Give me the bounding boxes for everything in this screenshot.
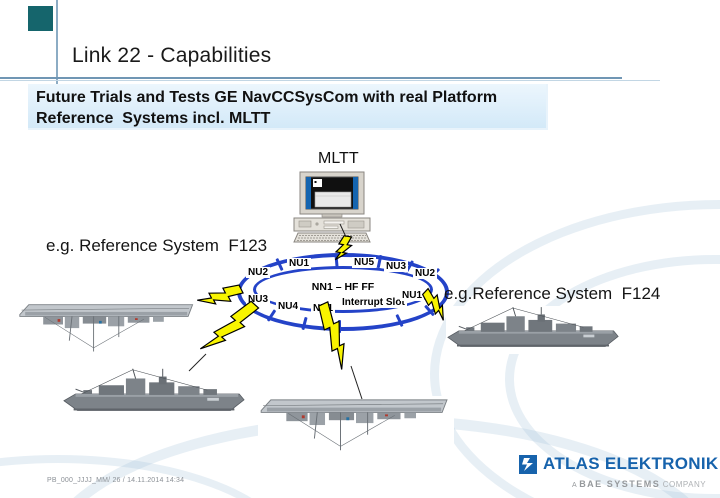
atlas-elektronik-logo: ATLAS ELEKTRONIK	[519, 454, 718, 474]
workstation-computer-icon	[293, 171, 371, 243]
slot-label: NU3	[384, 261, 409, 272]
header-horizontal-rule	[0, 77, 622, 79]
subtitle-line-1: Future Trials and Tests GE NavCCSysCom w…	[36, 89, 498, 106]
header-vertical-rule	[56, 0, 58, 88]
tagline-company: COMPANY	[662, 480, 707, 489]
subtitle-line-2: Reference Systems incl. MLTT	[36, 110, 271, 127]
header-horizontal-rule-light	[0, 80, 660, 81]
ring-center-label: NN1 – HF FF	[311, 281, 375, 293]
slot-label: NU3	[246, 294, 271, 305]
atlas-logo-text: ATLAS ELEKTRONIK	[543, 454, 719, 473]
slot-label: NU1	[311, 303, 336, 314]
ref-system-f124-label: e.g.Reference System F124	[444, 284, 661, 303]
bolt-connector-line	[350, 365, 363, 400]
slot-label: Interrupt Slot	[340, 297, 407, 308]
slot-label: NU2	[413, 268, 438, 279]
slide-subtitle-box: Future Trials and Tests GE NavCCSysCom w…	[28, 84, 548, 130]
slot-label: NU5	[352, 257, 377, 268]
mltt-label: MLTT	[318, 150, 359, 167]
slot-label: NU1	[400, 290, 425, 301]
slot-label: NU4	[276, 301, 301, 312]
slide-footer-code: PB_000_JJJJ_MM/ 26 / 14.11.2014 14:34	[47, 477, 185, 484]
page-title: Link 22 - Capabilities	[72, 44, 272, 67]
brand-square-icon	[28, 6, 53, 31]
tagline-bae: BAE SYSTEMS	[579, 479, 661, 489]
frigate-silhouette-left	[62, 368, 246, 418]
tagline-prefix: A	[572, 482, 577, 489]
inverted-frigate-silhouette-bottom	[258, 396, 454, 492]
inverted-frigate-silhouette-f123	[18, 300, 198, 358]
atlas-logo-icon	[519, 454, 537, 474]
bae-systems-tagline: A BAE SYSTEMS COMPANY	[572, 479, 706, 489]
slot-label: NU1	[287, 258, 312, 269]
link22-tdma-ring: NU2 NU1 NU5 NU3 NU2 NN1 – HF FF NU3 NU4 …	[237, 253, 449, 333]
slot-label: NU2	[246, 267, 271, 278]
ref-system-f123-label: e.g. Reference System F123	[46, 236, 268, 255]
frigate-silhouette-f124	[446, 306, 620, 354]
